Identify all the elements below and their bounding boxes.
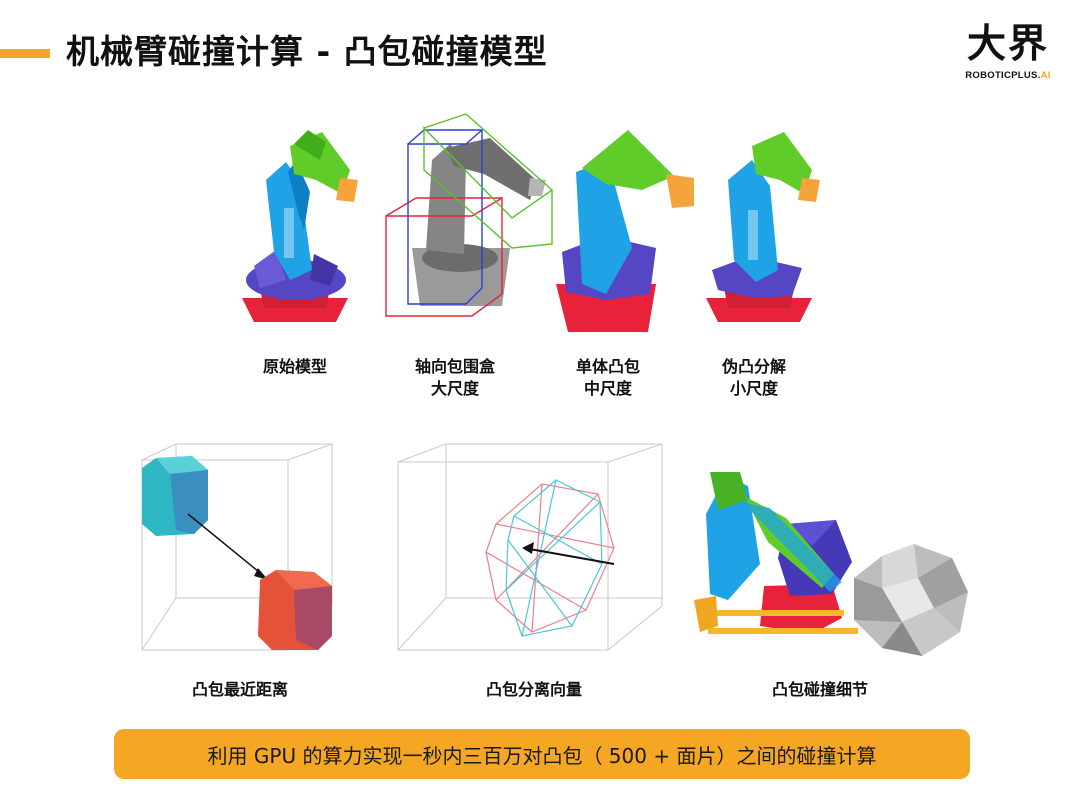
caption-convex-collision-detail: 凸包碰撞细节 <box>771 680 868 699</box>
caption-original-model: 原始模型 <box>262 357 327 376</box>
robot-aabb-figure <box>385 113 553 317</box>
brand-logo: 大界 ROBOTICPLUS.AI <box>962 22 1054 81</box>
title-accent-bar <box>0 49 50 58</box>
brand-tagline: ROBOTICPLUS.AI <box>965 70 1051 81</box>
robot-original-model-figure <box>242 130 358 322</box>
summary-banner: 利用 GPU 的算力实现一秒内三百万对凸包（ 500 + 面片）之间的碰撞计算 <box>114 729 970 779</box>
caption-convex-nearest-distance: 凸包最近距离 <box>191 680 288 699</box>
caption-single-convex-hull: 单体凸包 中尺度 <box>575 357 640 398</box>
caption-convex-separating-vector: 凸包分离向量 <box>485 680 582 699</box>
caption-pseudo-decomposition: 伪凸分解 小尺度 <box>721 357 786 398</box>
robot-single-convex-hull-figure <box>556 130 694 332</box>
convex-separating-vector-figure <box>397 443 663 651</box>
summary-text: 利用 GPU 的算力实现一秒内三百万对凸包（ 500 + 面片）之间的碰撞计算 <box>207 743 877 768</box>
convex-collision-detail-figure <box>694 472 968 656</box>
caption-aabb: 轴向包围盒 大尺度 <box>414 357 495 398</box>
convex-nearest-distance-figure <box>141 443 333 651</box>
page-title: 机械臂碰撞计算 - 凸包碰撞模型 <box>66 32 548 71</box>
robot-pseudo-convex-decomposition-figure <box>706 132 820 322</box>
brand-logo-text: 大界 <box>966 22 1049 67</box>
